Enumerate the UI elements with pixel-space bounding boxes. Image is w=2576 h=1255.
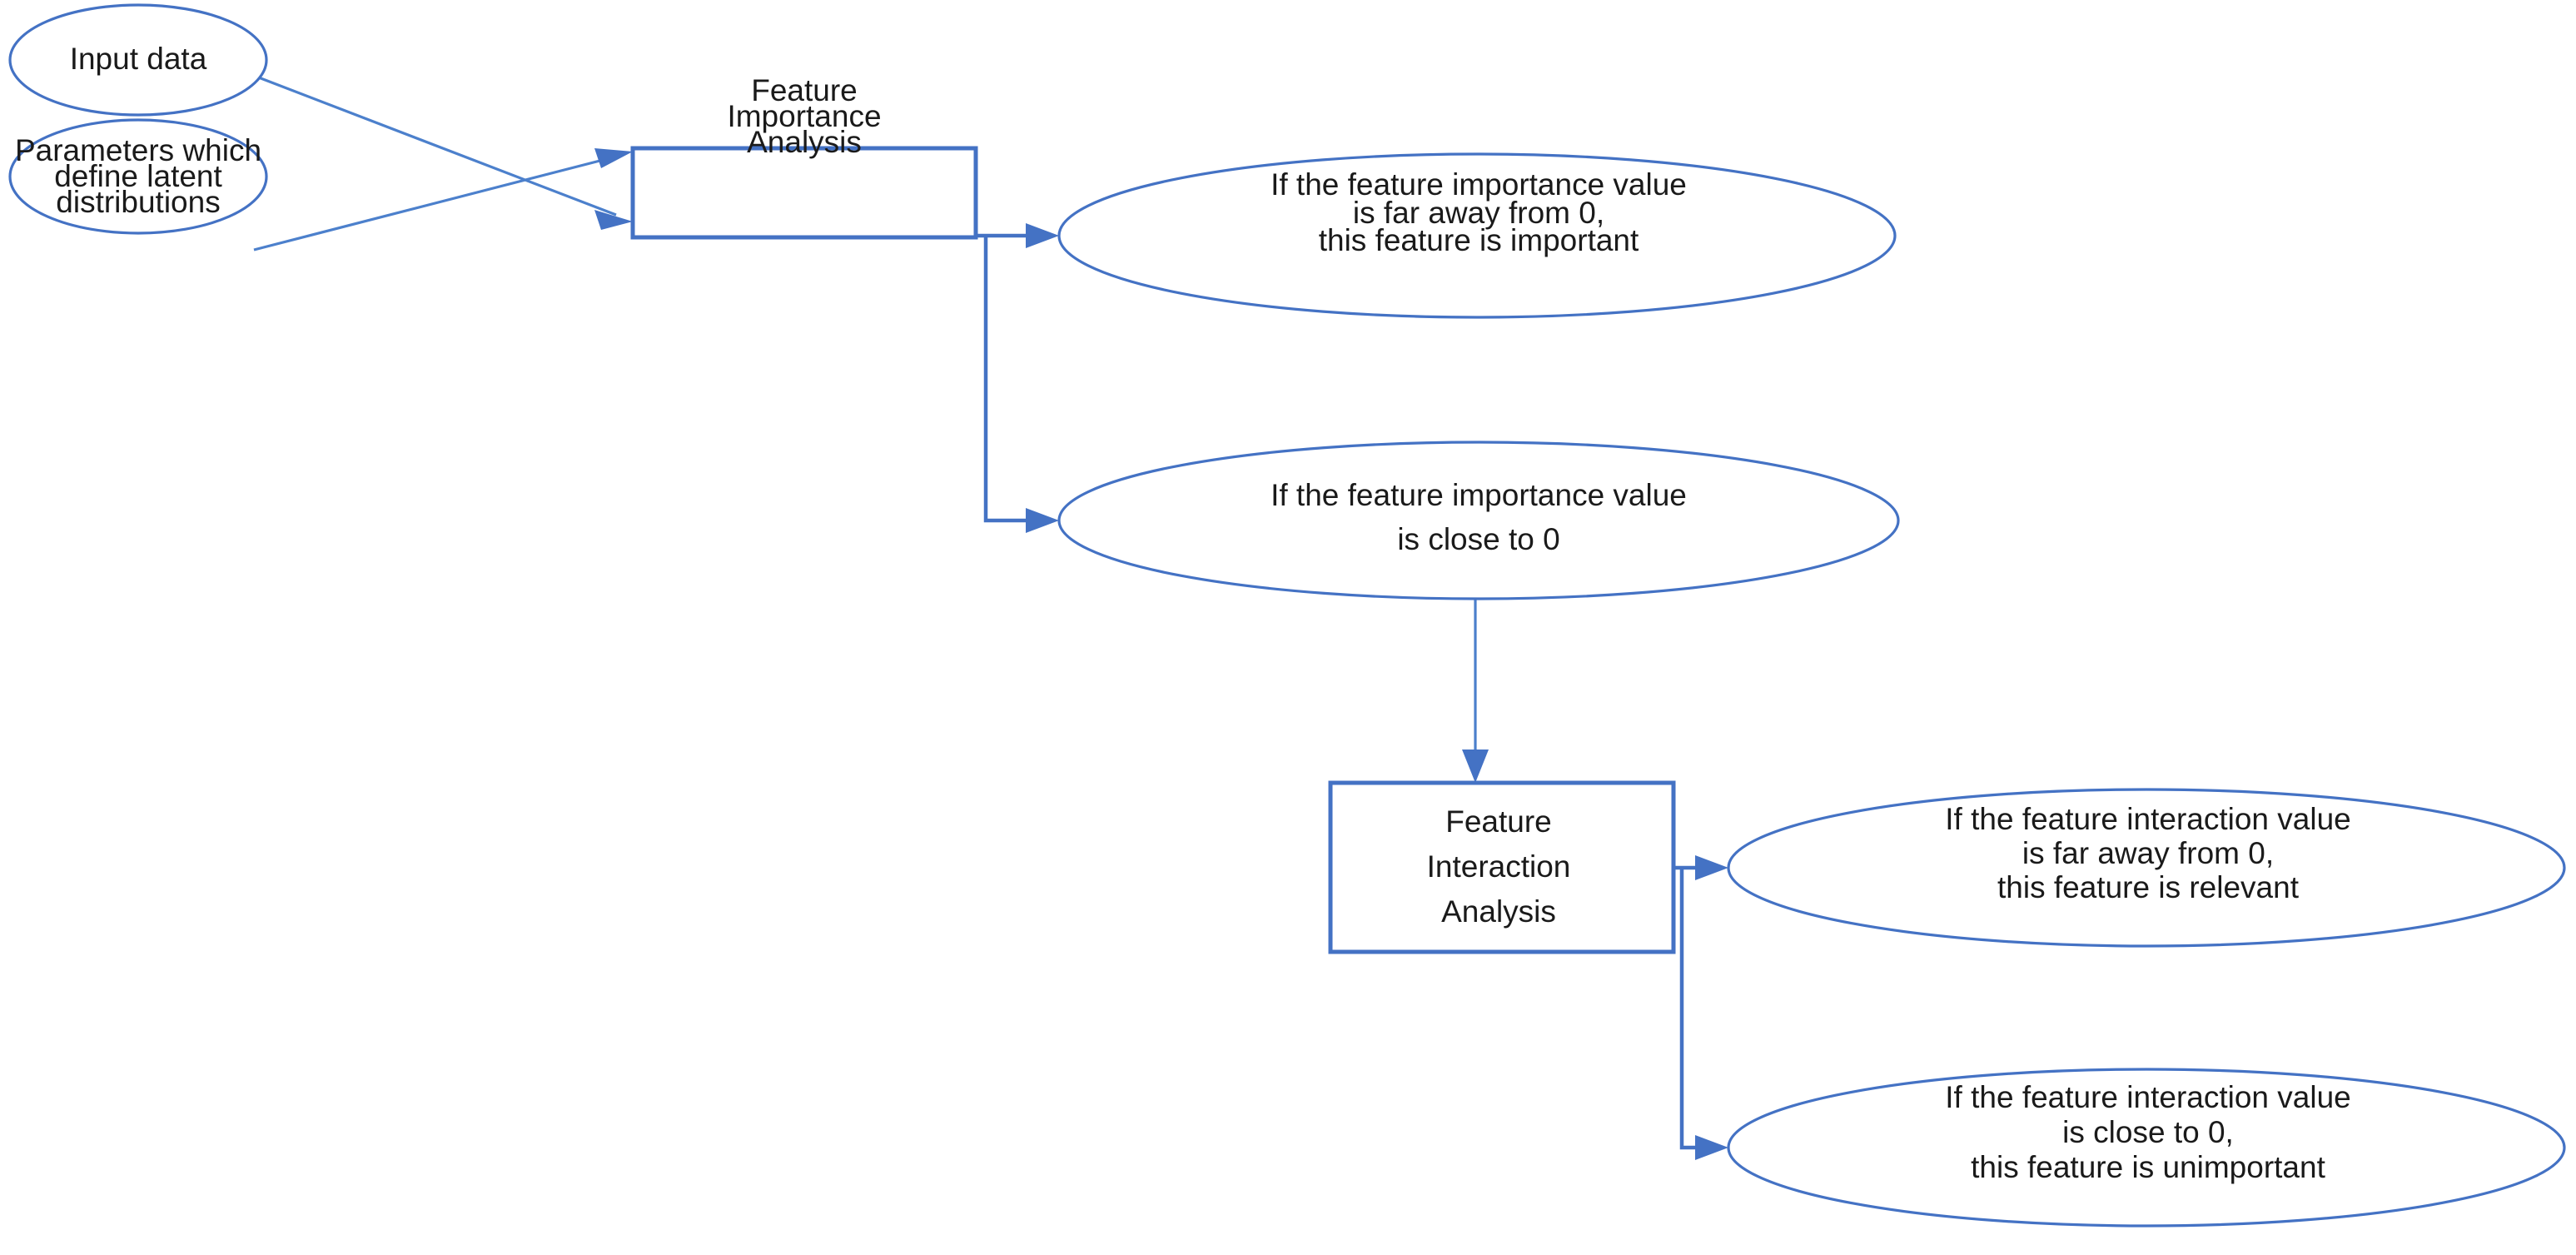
node-importance-close-line-1: is close to 0 [1397, 522, 1559, 556]
node-interaction-far-from-zero[interactable]: If the feature interaction value is far … [1727, 788, 2566, 948]
node-interaction-far-line-2: this feature is relevant [1997, 870, 2300, 904]
node-parameters-line-2: distributions [56, 185, 220, 219]
edge-interaction-branch [1673, 865, 1703, 1150]
node-importance-far-line-2: this feature is important [1319, 223, 1639, 257]
node-interaction-far-line-1: is far away from 0, [2022, 836, 2274, 870]
node-interaction-close-to-zero[interactable]: If the feature interaction value is clos… [1727, 1068, 2566, 1228]
node-feature-interaction-line-1: Interaction [1427, 849, 1571, 884]
node-feature-importance-line-0: Feature [751, 73, 858, 107]
node-importance-close-line-0: If the feature importance value [1271, 478, 1687, 512]
node-feature-importance-line-2: Analysis [747, 125, 862, 159]
node-feature-importance-line-1: Importance [727, 99, 881, 133]
node-parameters-line-1: define latent [54, 159, 222, 193]
node-importance-far-from-zero[interactable]: If the feature importance value is far a… [1057, 152, 1897, 319]
node-input-data-line-0: Input data [70, 42, 207, 76]
node-feature-interaction-line-2: Analysis [1441, 894, 1556, 929]
node-importance-close-to-zero[interactable]: If the feature importance value is close… [1057, 441, 1900, 600]
node-feature-interaction-analysis[interactable]: Feature Interaction Analysis [1328, 780, 1676, 954]
node-importance-far-line-1: is far away from 0, [1353, 196, 1604, 230]
edge-interaction-to-close-arrowhead [1695, 1135, 1728, 1160]
edge-importance-to-far-arrowhead [1026, 223, 1059, 248]
node-interaction-close-line-1: is close to 0, [2062, 1115, 2234, 1149]
edge-interaction-to-far-arrowhead [1695, 855, 1728, 880]
node-parameters-line-0: Parameters which [15, 133, 261, 167]
node-interaction-close-line-0: If the feature interaction value [1945, 1080, 2350, 1114]
edge-input-to-importance [256, 75, 633, 230]
edge-importance-to-close-arrowhead [1026, 508, 1059, 533]
node-feature-importance-analysis[interactable]: Feature Importance Analysis [630, 73, 978, 240]
node-feature-interaction-line-0: Feature [1445, 804, 1552, 839]
node-parameters[interactable]: Parameters which define latent distribut… [8, 118, 268, 235]
node-interaction-far-line-0: If the feature interaction value [1945, 802, 2350, 836]
edge-close-to-interaction [1462, 598, 1489, 783]
node-input-data[interactable]: Input data [8, 3, 268, 117]
node-interaction-close-line-2: this feature is unimportant [1971, 1150, 2325, 1184]
node-importance-far-line-0: If the feature importance value [1271, 167, 1687, 202]
edge-importance-branch [976, 233, 1035, 523]
edge-parameters-to-importance [253, 148, 633, 251]
